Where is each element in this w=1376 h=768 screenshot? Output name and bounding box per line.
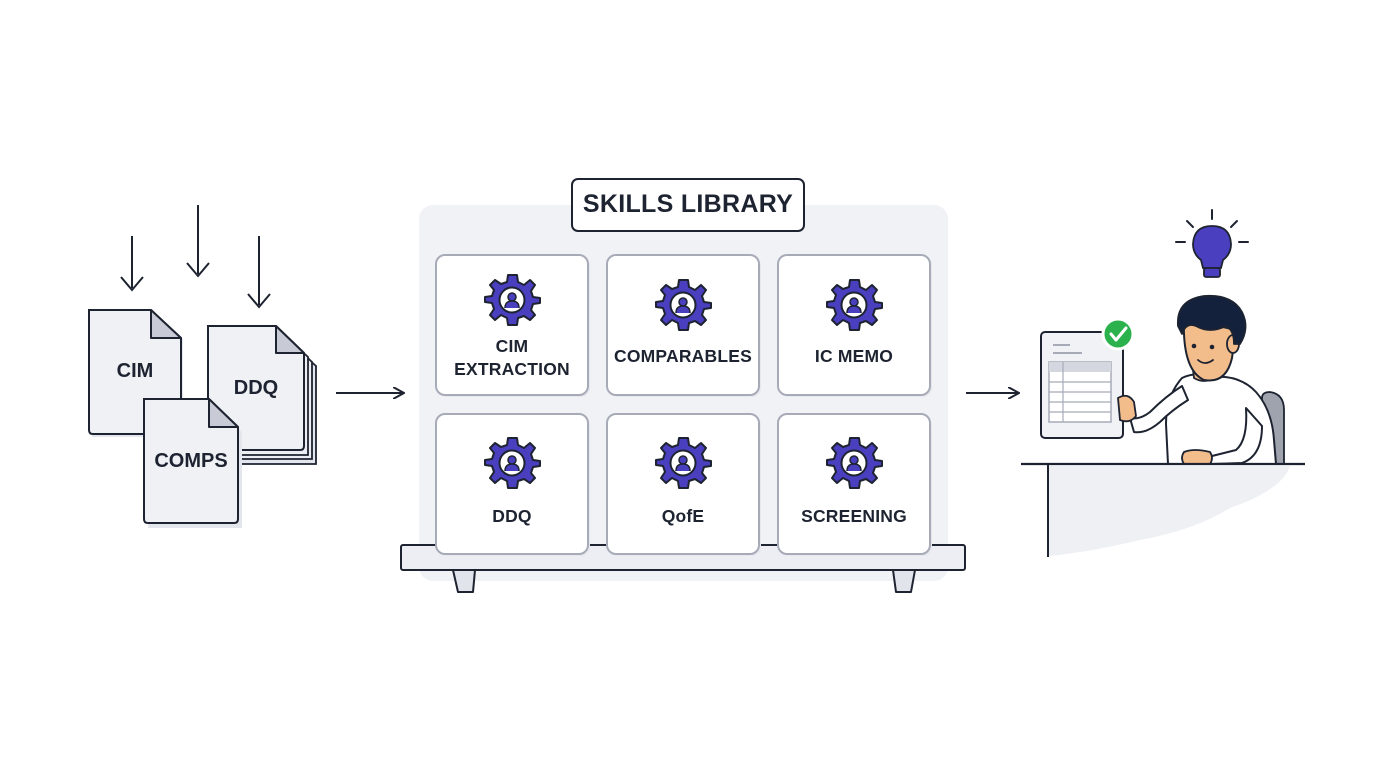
comps-document [143, 398, 242, 528]
desk-shadow [1049, 466, 1290, 556]
skill-label-screening: SCREENING [801, 506, 907, 526]
person-head [1177, 294, 1247, 382]
checkmark-icon [1101, 317, 1135, 351]
person-arm [1129, 385, 1189, 434]
gear-person-icon [826, 437, 883, 489]
document-label-cim: CIM [116, 360, 154, 382]
gear-person-icon [826, 279, 883, 331]
skill-label-ddq: DDQ [492, 506, 532, 526]
spreadsheet-icon [1040, 331, 1124, 439]
desk [1021, 462, 1305, 557]
library-title-badge [571, 178, 805, 232]
document-label-comps: COMPS [154, 450, 228, 472]
skill-label-ic-memo: IC MEMO [814, 346, 894, 366]
lightbulb-icon [1175, 209, 1249, 278]
document-label-ddq: DDQ [233, 377, 279, 399]
skill-label-comparables: COMPARABLES [614, 346, 752, 366]
gear-person-icon [484, 274, 541, 326]
gear-person-icon [484, 437, 541, 489]
library-title: SKILLS LIBRARY [582, 190, 794, 218]
skill-label-cim-extraction: CIM EXTRACTION [454, 336, 570, 379]
gear-person-icon [655, 437, 712, 489]
input-arrows [120, 205, 271, 309]
gear-person-icon [655, 279, 712, 331]
skill-label-qofe: QofE [661, 506, 705, 526]
